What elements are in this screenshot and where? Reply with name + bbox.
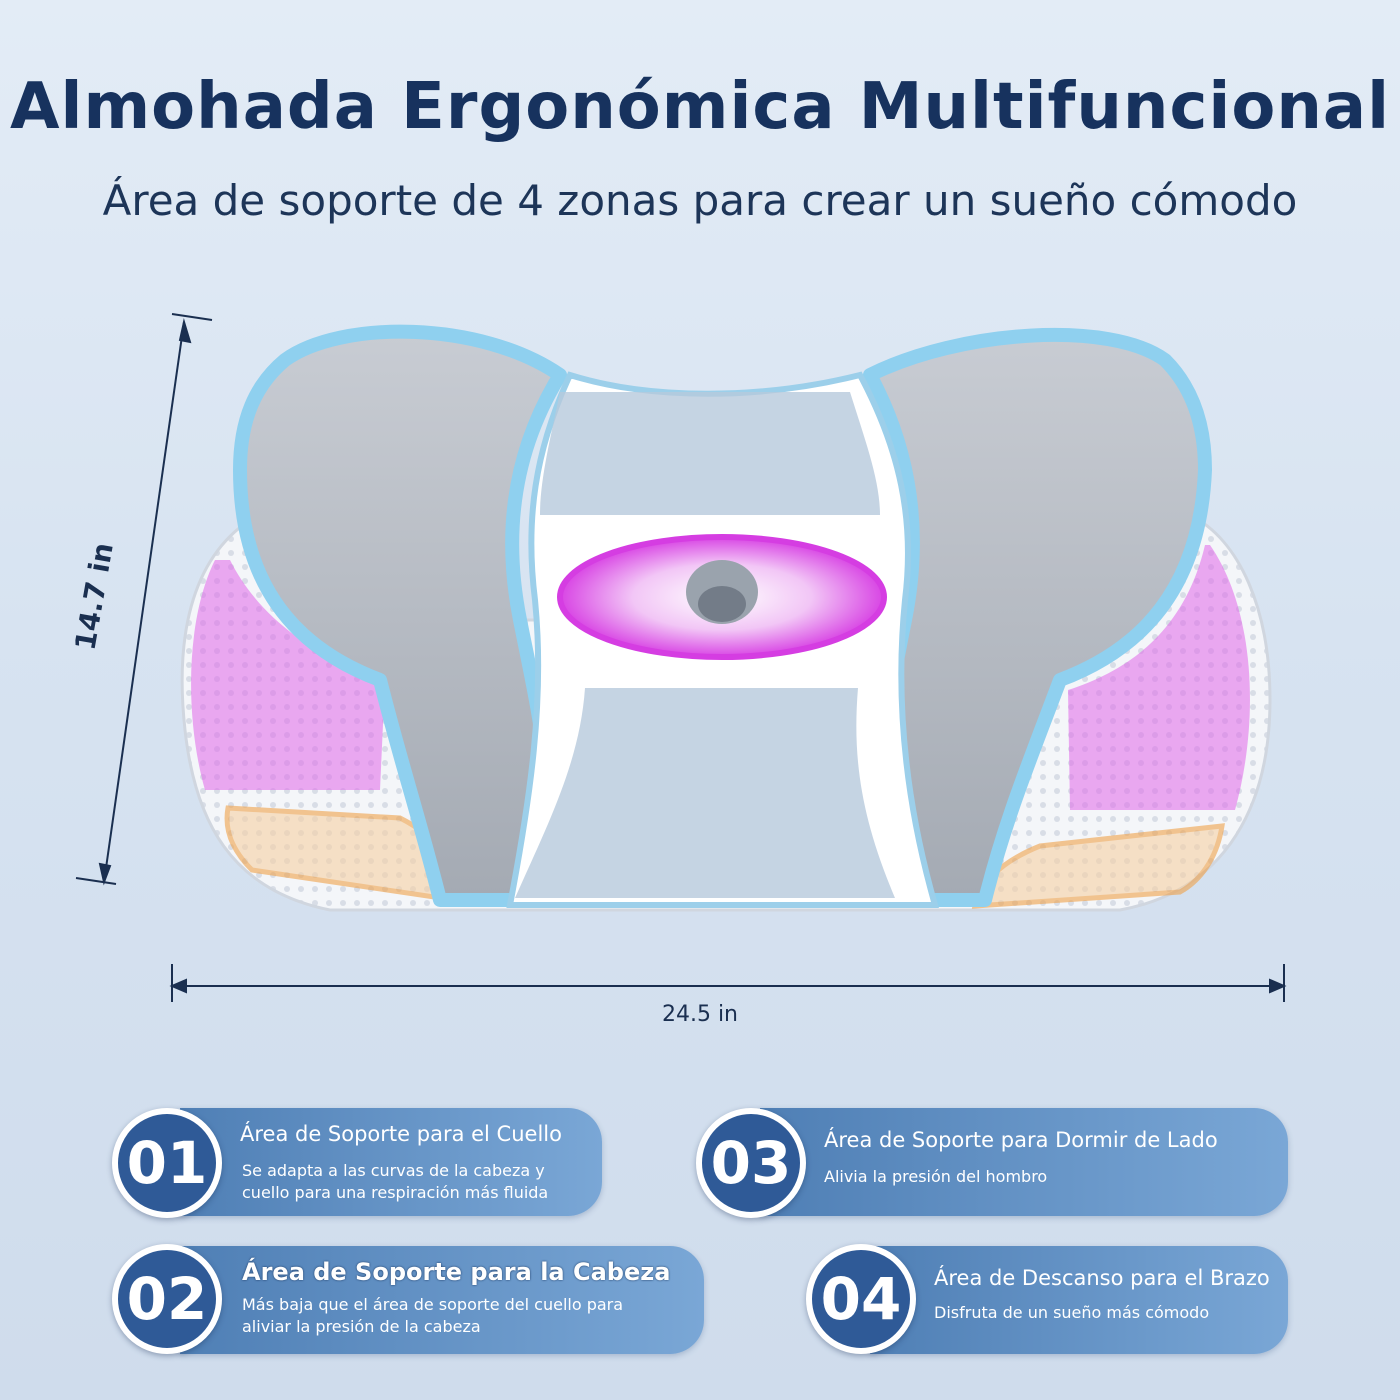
feature-desc-03-line1: Alivia la presión del hombro: [824, 1167, 1048, 1186]
feature-desc-02-line2: aliviar la presión de la cabeza: [242, 1317, 481, 1336]
page-title: Almohada Ergonómica Multifuncional: [10, 70, 1390, 144]
side-support-zone-right: [1068, 545, 1250, 810]
head-support-upper-block: [540, 392, 880, 515]
feature-desc-01-line2: cuello para una respiración más fluida: [242, 1183, 549, 1202]
feature-card-04: [870, 1246, 1288, 1354]
feature-desc-02-line1: Más baja que el área de soporte del cuel…: [242, 1295, 624, 1314]
page-subtitle: Área de soporte de 4 zonas para crear un…: [102, 176, 1298, 225]
feature-badge-02: 02: [112, 1244, 222, 1354]
feature-card-03: [760, 1108, 1288, 1216]
side-support-zone-left: [191, 560, 385, 790]
height-dimension-line: [75, 313, 213, 886]
feature-title-01: Área de Soporte para el Cuello: [240, 1122, 562, 1146]
feature-desc-01-line1: Se adapta a las curvas de la cabeza y: [242, 1161, 545, 1180]
feature-title-03: Área de Soporte para Dormir de Lado: [824, 1128, 1218, 1152]
width-dimension-line: [169, 964, 1287, 1002]
center-hollow-shadow: [698, 586, 746, 622]
feature-card-01: [180, 1108, 602, 1216]
feature-title-02: Área de Soporte para la Cabeza: [242, 1258, 671, 1286]
head-support-lower-block: [515, 688, 895, 898]
feature-badge-01: 01: [112, 1108, 222, 1218]
feature-card-02: [180, 1246, 704, 1354]
width-dimension-label: 24.5 in: [661, 1002, 739, 1027]
feature-desc-04-line1: Disfruta de un sueño más cómodo: [934, 1303, 1210, 1322]
feature-badge-03: 03: [696, 1108, 806, 1218]
feature-badge-04: 04: [806, 1244, 916, 1354]
feature-title-04: Área de Descanso para el Brazo: [934, 1266, 1270, 1290]
